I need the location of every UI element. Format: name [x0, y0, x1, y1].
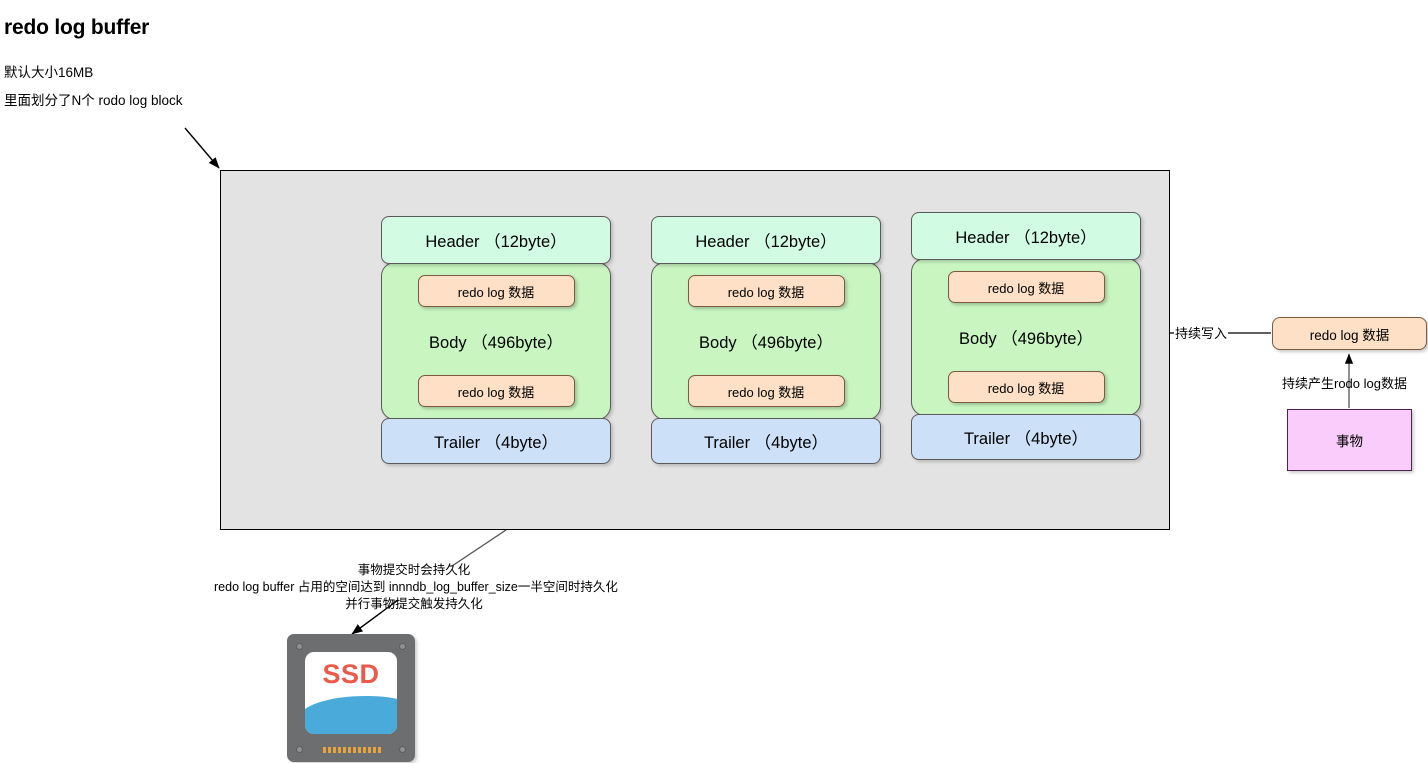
pin-icon: [363, 747, 366, 753]
wave-icon: [305, 696, 397, 734]
block-body: redo log 数据 Body （496byte） redo log 数据: [381, 262, 611, 420]
block-body: redo log 数据 Body （496byte） redo log 数据: [651, 262, 881, 420]
ssd-icon: SSD: [287, 634, 415, 762]
persistence-note-line: 并行事物提交触发持久化: [345, 597, 483, 611]
redo-log-buffer-container: Header （12byte） redo log 数据 Body （496byt…: [220, 170, 1170, 530]
pin-icon: [323, 747, 326, 753]
block-body-label: Body （496byte）: [959, 330, 1093, 348]
ssd-label-plate: SSD: [305, 652, 397, 734]
pin-icon: [368, 747, 371, 753]
redo-log-block: Header （12byte） redo log 数据 Body （496byt…: [651, 216, 881, 464]
note-block-count: 里面划分了N个 rodo log block: [4, 93, 183, 108]
screw-icon: [296, 643, 303, 650]
redo-log-data-chip: redo log 数据: [417, 275, 575, 307]
page-title: redo log buffer: [4, 16, 150, 39]
redo-log-block: Header （12byte） redo log 数据 Body （496byt…: [911, 212, 1141, 460]
note-default-size: 默认大小16MB: [4, 65, 94, 80]
persistence-note-line: 事物提交时会持久化: [357, 563, 471, 577]
screw-icon: [296, 746, 303, 753]
redo-log-source-box: redo log 数据: [1272, 317, 1427, 350]
pin-icon: [343, 747, 346, 753]
redo-log-data-chip: redo log 数据: [687, 275, 845, 307]
redo-log-data-chip: redo log 数据: [947, 371, 1105, 403]
block-header: Header （12byte）: [381, 216, 611, 264]
pin-icon: [338, 747, 341, 753]
pin-icon: [328, 747, 331, 753]
transaction-box: 事物: [1287, 409, 1412, 471]
persistence-notes: 事物提交时会持久化 redo log buffer 占用的空间达到 innndb…: [214, 562, 618, 613]
block-body: redo log 数据 Body （496byte） redo log 数据: [911, 258, 1141, 416]
redo-log-block: Header （12byte） redo log 数据 Body （496byt…: [381, 216, 611, 464]
redo-log-data-chip: redo log 数据: [687, 375, 845, 407]
pin-icon: [353, 747, 356, 753]
block-trailer: Trailer （4byte）: [911, 414, 1141, 460]
redo-log-data-chip: redo log 数据: [947, 271, 1105, 303]
pin-icon: [373, 747, 376, 753]
line-buffer-to-notes: [451, 529, 507, 567]
pin-icon: [348, 747, 351, 753]
block-header: Header （12byte）: [651, 216, 881, 264]
block-header: Header （12byte）: [911, 212, 1141, 260]
ssd-connector-pins: [323, 747, 381, 753]
label-continuous-write: 持续写入: [1174, 323, 1229, 342]
block-trailer: Trailer （4byte）: [381, 418, 611, 464]
block-trailer: Trailer （4byte）: [651, 418, 881, 464]
persistence-note-line: redo log buffer 占用的空间达到 innndb_log_buffe…: [214, 580, 618, 594]
arrow-note-to-buffer: [184, 127, 220, 169]
redo-log-data-chip: redo log 数据: [417, 375, 575, 407]
pin-icon: [378, 747, 381, 753]
pin-icon: [333, 747, 336, 753]
screw-icon: [399, 746, 406, 753]
block-body-label: Body （496byte）: [429, 334, 563, 352]
ssd-label-text: SSD: [322, 659, 380, 689]
screw-icon: [399, 643, 406, 650]
block-body-label: Body （496byte）: [699, 334, 833, 352]
label-continuous-generate: 持续产生rodo log数据: [1282, 376, 1407, 391]
pin-icon: [358, 747, 361, 753]
